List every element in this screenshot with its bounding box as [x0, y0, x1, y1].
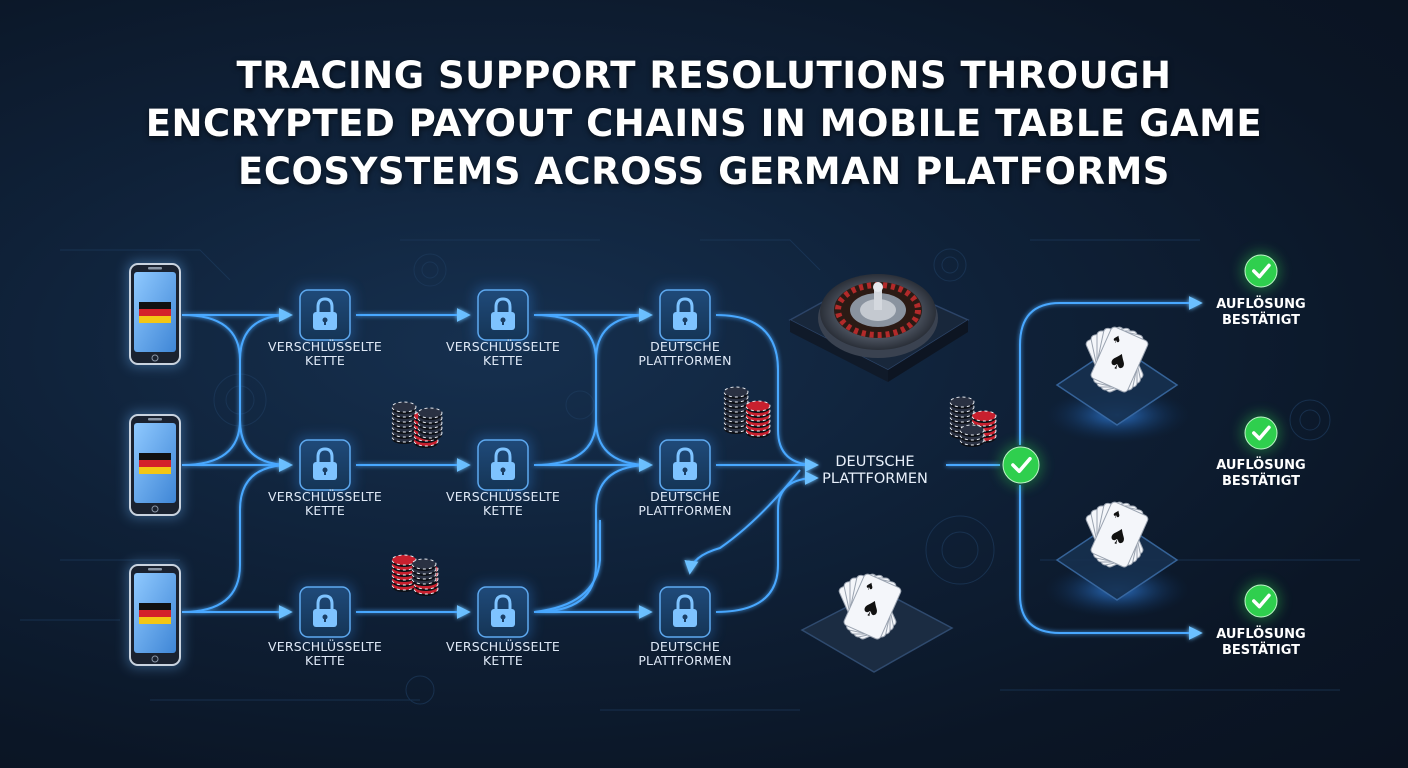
lock-nodes	[296, 286, 714, 641]
playing-cards-icons: ♠♥♠♥♠♠ ♠♥♠♥♠♠ ♠♥♠♥♠♠	[800, 326, 1189, 673]
chip-stacks	[391, 386, 997, 596]
german-flag-icon	[139, 302, 171, 323]
lock-icon	[296, 583, 354, 641]
title-line-1: TRACING SUPPORT RESOLUTIONS THROUGH	[236, 54, 1172, 97]
check-icon	[1241, 413, 1281, 453]
german-flag-icon	[139, 453, 171, 474]
poker-chips-icon	[949, 396, 997, 447]
poker-chips-icon	[723, 386, 771, 438]
svg-text:♠: ♠	[1110, 508, 1123, 522]
mobile-phones	[127, 261, 183, 668]
phone-icon	[127, 412, 183, 518]
lock-icon	[656, 286, 714, 344]
check-marks	[999, 251, 1281, 621]
lock-icon	[474, 286, 532, 344]
title-line-3: ECOSYSTEMS ACROSS GERMAN PLATFORMS	[238, 150, 1170, 193]
poker-chips-icon	[391, 401, 443, 448]
title-line-2: ENCRYPTED PAYOUT CHAINS IN MOBILE TABLE …	[145, 102, 1263, 145]
svg-text:♠: ♠	[863, 580, 876, 594]
phone-icon	[127, 562, 183, 668]
poker-chips-icon	[391, 554, 439, 596]
lock-icon	[474, 583, 532, 641]
svg-text:♠: ♠	[1110, 333, 1123, 347]
check-icon	[1241, 251, 1281, 291]
lock-icon	[656, 436, 714, 494]
lock-icon	[474, 436, 532, 494]
playing-cards-icon: ♠♥♠♥♠♠	[1045, 326, 1189, 443]
lock-icon	[296, 436, 354, 494]
check-icon	[1241, 581, 1281, 621]
roulette-wheel-icon	[788, 274, 970, 382]
lock-icon	[656, 583, 714, 641]
playing-cards-icon: ♠♥♠♥♠♠	[800, 573, 954, 673]
phone-icon	[127, 261, 183, 367]
playing-cards-icon: ♠♥♠♥♠♠	[1045, 501, 1189, 618]
flow-lines	[181, 296, 1203, 640]
german-flag-icon	[139, 603, 171, 624]
check-icon	[999, 443, 1043, 487]
lock-icon	[296, 286, 354, 344]
